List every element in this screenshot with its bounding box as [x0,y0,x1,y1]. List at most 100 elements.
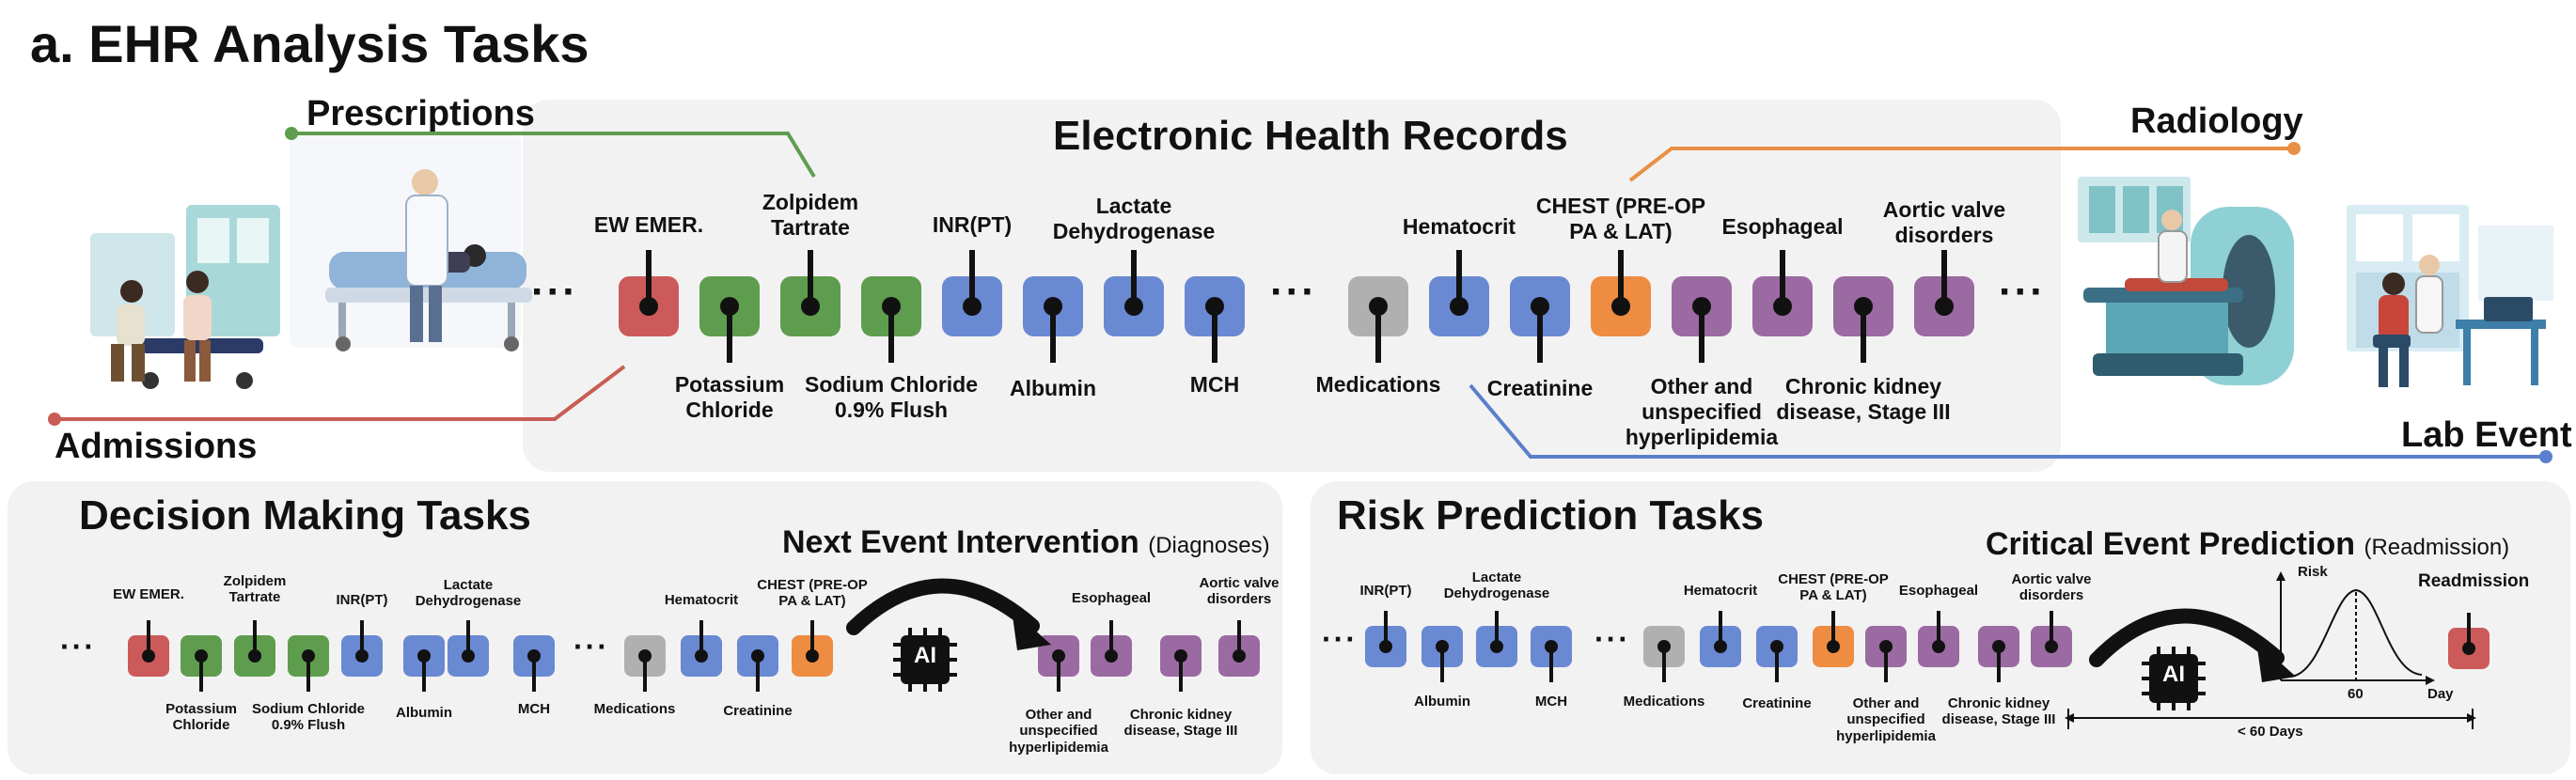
risk-label-hematocrit: Hematocrit [1683,583,1758,599]
dec-label-ew-emer: EW EMER. [113,586,184,602]
dec-token-8 [624,635,666,692]
dec-token-10 [737,635,778,692]
dec-label-lactate: Lactate Dehydrogenase [415,577,522,610]
top-token-dot-15 [1935,297,1954,316]
label-creatinine: Creatinine [1486,376,1594,400]
risk-label-chest: CHEST (PRE-OP PA & LAT) [1778,571,1889,604]
top-token-dot-5 [1044,297,1062,316]
label-hyperlipidemia: Other and unspecified hyperlipidemia [1625,374,1779,450]
risk-token-dot-5 [1714,640,1727,653]
label-esophageal: Esophageal [1721,214,1844,239]
dec-label-ckd: Chronic kidney disease, Stage III [1123,707,1238,740]
dec-token-14 [1160,635,1202,692]
risk-token-3 [1531,626,1572,682]
top-token-dot-14 [1854,297,1873,316]
label-aortic: Aortic valve disorders [1882,197,2006,248]
ellipsis-dec-1: ··· [60,630,96,663]
risk-label-aortic: Aortic valve disorders [2011,571,2092,604]
risk-ai-label: AI [2162,662,2185,687]
dec-token-dot-3 [302,649,315,663]
radiology-illustration [2078,177,2294,385]
top-token-dot-13 [1773,297,1792,316]
risk-label-inr: INR(PT) [1359,583,1412,599]
risk-label-mch: MCH [1534,694,1568,710]
risk-token-dot-12 [2462,642,2475,655]
risk-label-creatinine: Creatinine [1742,695,1812,711]
curved-arrow-icon [2089,608,2285,667]
radiology-connector [1628,147,2294,182]
top-token-6 [1104,250,1164,336]
top-token-15 [1914,250,1974,336]
ai-chip-icon [2142,647,2206,710]
top-token-dot-12 [1692,297,1711,316]
curved-arrow-head [1012,609,1051,650]
top-token-dot-11 [1611,297,1630,316]
dec-label-esophageal: Esophageal [1071,590,1152,606]
admissions-connector-dot [48,413,61,426]
dec-token-dot-12 [1052,649,1065,663]
risk-token-7 [1813,611,1854,667]
decision-subtitle-main: Next Event Intervention [782,524,1139,560]
risk-token-dot-4 [1657,640,1671,653]
label-potassium: Potassium Chloride [674,372,785,423]
dec-label-hematocrit: Hematocrit [664,592,739,608]
top-token-5 [1023,276,1083,363]
dec-token-dot-2 [248,649,261,663]
lab-event-illustration [2347,205,2553,387]
dec-label-inr: INR(PT) [336,592,388,608]
dec-token-dot-14 [1174,649,1187,663]
dec-token-9 [681,620,722,677]
dec-token-11 [792,620,833,677]
dec-label-chest: CHEST (PRE-OP PA & LAT) [757,577,868,610]
dec-token-dot-6 [462,649,475,663]
top-token-11 [1591,250,1651,336]
dec-token-4 [341,620,383,677]
ellipsis-dec-2: ··· [573,630,609,663]
risk-token-0 [1365,611,1406,667]
risk-label-albumin: Albumin [1414,694,1470,710]
decision-ai-label: AI [914,643,936,668]
ellipsis-top-2: ··· [1270,269,1317,315]
risk-token-4 [1643,626,1685,682]
prescriptions-connector-dot [285,127,298,140]
label-chest: CHEST (PRE-OP PA & LAT) [1535,194,1706,244]
ellipsis-risk-1: ··· [1322,622,1358,656]
risk-token-6 [1756,626,1798,682]
admissions-illustration [90,205,280,389]
risk-token-8 [1865,626,1907,682]
dec-token-12 [1038,635,1079,692]
dec-token-dot-5 [417,649,431,663]
prescriptions-connector [291,132,816,179]
risk-curve-y-label: Risk [2298,564,2328,580]
dec-token-dot-7 [527,649,541,663]
risk-token-dot-9 [1932,640,1945,653]
lab-event-connector [1469,383,2546,459]
dec-token-13 [1091,620,1132,677]
radiology-connector-dot [2287,142,2301,155]
label-ckd: Chronic kidney disease, Stage III [1776,374,1951,425]
top-token-7 [1185,276,1245,363]
risk-token-10 [1978,626,2019,682]
risk-curve-x-label: Day [2427,686,2454,702]
dec-label-aortic: Aortic valve disorders [1199,575,1280,608]
risk-label-esophageal: Esophageal [1898,583,1979,599]
label-zolpidem: Zolpidem Tartrate [762,190,859,241]
risk-label-ckd: Chronic kidney disease, Stage III [1941,695,2056,728]
dec-token-dot-8 [638,649,652,663]
dec-token-0 [128,620,169,677]
dec-token-dot-0 [142,649,155,663]
top-token-12 [1672,276,1732,363]
dec-label-zolpidem: Zolpidem Tartrate [223,573,287,606]
dec-token-15 [1218,620,1260,677]
time-window-bracket [2065,709,2476,729]
risk-curve-icon [2276,571,2435,685]
risk-token-2 [1476,611,1517,667]
label-ew-emer: EW EMER. [593,212,704,237]
risk-token-12 [2448,613,2490,669]
dec-label-mch: MCH [517,701,551,717]
prescriptions-illustration [290,132,532,351]
